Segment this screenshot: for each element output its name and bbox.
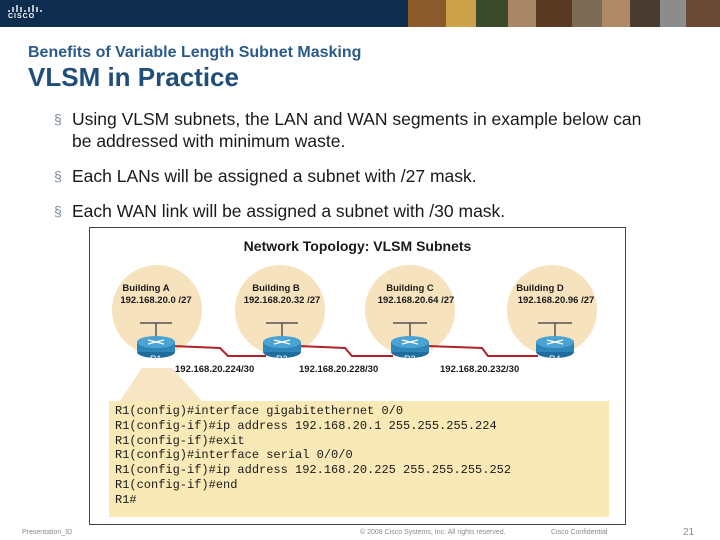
r1-highlight-cone bbox=[120, 368, 202, 401]
router-label-r1: R1 bbox=[150, 354, 162, 364]
cisco-logo-icon bbox=[8, 5, 42, 12]
figure-title: Network Topology: VLSM Subnets bbox=[243, 238, 472, 254]
router-r4 bbox=[536, 336, 574, 358]
topology-figure: Network Topology: VLSM Subnets Building … bbox=[89, 227, 626, 525]
wan-label-1: 192.168.20.224/30 bbox=[175, 364, 254, 375]
building-c-subnet: 192.168.20.64 /27 bbox=[378, 295, 455, 306]
building-b-name: Building B bbox=[252, 283, 300, 294]
cli-line: R1(config)#interface serial 0/0/0 bbox=[115, 448, 353, 463]
router-label-r3: R3 bbox=[404, 354, 416, 364]
wan-link-r2-r3 bbox=[297, 345, 393, 357]
building-b-area bbox=[235, 265, 325, 355]
lan-switch-a bbox=[140, 322, 172, 338]
building-a-name: Building A bbox=[122, 283, 169, 294]
page-number: 21 bbox=[683, 527, 695, 538]
router-label-r2: R2 bbox=[276, 354, 288, 364]
bullet-list: §Using VLSM subnets, the LAN and WAN seg… bbox=[54, 108, 654, 235]
bullet-item: §Each WAN link will be assigned a subnet… bbox=[54, 201, 506, 221]
footer-confidential: Cisco Confidential bbox=[551, 529, 608, 536]
wan-label-2: 192.168.20.228/30 bbox=[299, 364, 378, 375]
wan-link-r1-r2 bbox=[171, 345, 266, 357]
cli-line: R1(config)#interface gigabitethernet 0/0 bbox=[115, 404, 404, 418]
cli-line: R1# bbox=[115, 492, 137, 507]
building-a-subnet: 192.168.20.0 /27 bbox=[120, 295, 191, 306]
slide-subtitle: Benefits of Variable Length Subnet Maski… bbox=[28, 44, 362, 61]
router-r3 bbox=[391, 336, 429, 358]
router-label-r4: R4 bbox=[549, 354, 561, 364]
bullet-item: §Each LANs will be assigned a subnet wit… bbox=[54, 166, 477, 186]
slide-title: VLSM in Practice bbox=[28, 62, 239, 92]
building-d-name: Building D bbox=[516, 283, 564, 294]
topology-diagram: Building A 192.168.20.0 /27 Building B 1… bbox=[112, 265, 597, 401]
lan-switch-b bbox=[266, 322, 298, 338]
bullet-icon: § bbox=[54, 203, 62, 219]
bullet-icon: § bbox=[54, 168, 62, 184]
cli-line: R1(config-if)#ip address 192.168.20.1 25… bbox=[115, 418, 497, 433]
cli-line: R1(config-if)#exit bbox=[115, 433, 245, 448]
bullet-item: §Using VLSM subnets, the LAN and WAN seg… bbox=[54, 109, 642, 151]
lan-switch-d bbox=[538, 322, 572, 338]
cli-line: R1(config-if)#end bbox=[115, 477, 238, 492]
building-d-subnet: 192.168.20.96 /27 bbox=[518, 295, 595, 306]
footer-copyright: © 2008 Cisco Systems, Inc. All rights re… bbox=[360, 529, 506, 536]
router-r1 bbox=[137, 336, 175, 358]
bullet-icon: § bbox=[54, 111, 62, 127]
building-c-name: Building C bbox=[386, 283, 434, 294]
router-r2 bbox=[263, 336, 301, 358]
footer-presentation-id: Presentation_ID bbox=[22, 529, 73, 536]
header-bar: CISCO bbox=[0, 0, 720, 27]
wan-label-3: 192.168.20.232/30 bbox=[440, 364, 519, 375]
cli-line: R1(config-if)#ip address 192.168.20.225 … bbox=[115, 463, 512, 478]
wan-link-r3-r4 bbox=[426, 345, 538, 357]
cli-output: R1(config)#interface gigabitethernet 0/0… bbox=[109, 401, 609, 517]
header-photo-strip bbox=[408, 0, 720, 27]
lan-switch-c bbox=[393, 322, 427, 338]
logo-text: CISCO bbox=[8, 13, 36, 20]
building-b-subnet: 192.168.20.32 /27 bbox=[244, 295, 321, 306]
building-d-area bbox=[507, 265, 597, 355]
building-a-area bbox=[112, 265, 202, 355]
building-c-area bbox=[365, 265, 455, 355]
